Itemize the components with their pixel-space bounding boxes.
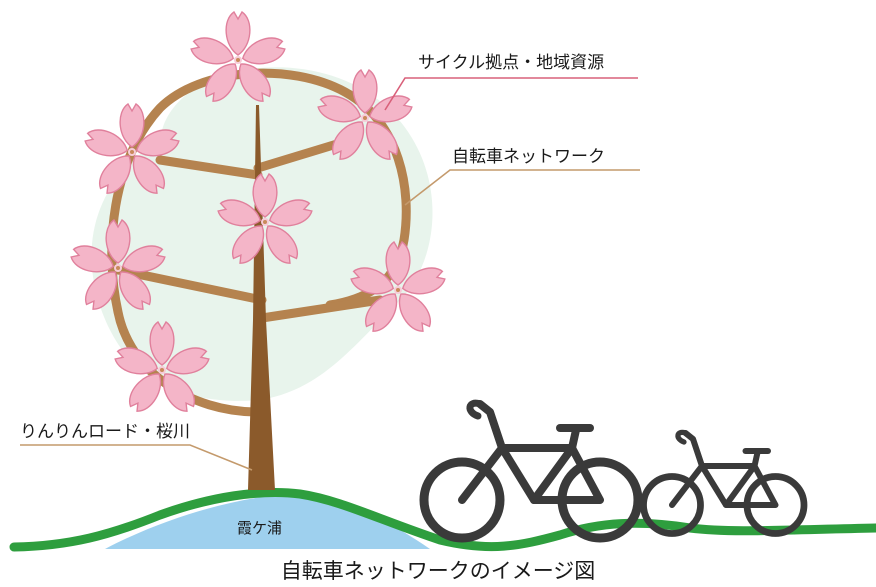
label-bicycle-network: 自転車ネットワーク	[452, 147, 605, 167]
leader-bicycle-network	[404, 169, 640, 206]
bicycle-icon	[424, 403, 638, 538]
bicycle-icon	[644, 432, 805, 533]
leader-rinrin-road	[20, 444, 253, 471]
branch-right-lower	[257, 295, 385, 323]
label-rinrin-road: りんりんロード・桜川	[20, 422, 190, 442]
diagram-title: 自転車ネットワークのイメージ図	[281, 559, 596, 583]
label-cycle-bases: サイクル拠点・地域資源	[418, 53, 604, 73]
branch-left-upper	[155, 155, 263, 180]
leader-cycle-bases	[384, 77, 638, 111]
branch-left-lower	[113, 265, 267, 305]
label-lake: 霞ケ浦	[237, 519, 282, 537]
